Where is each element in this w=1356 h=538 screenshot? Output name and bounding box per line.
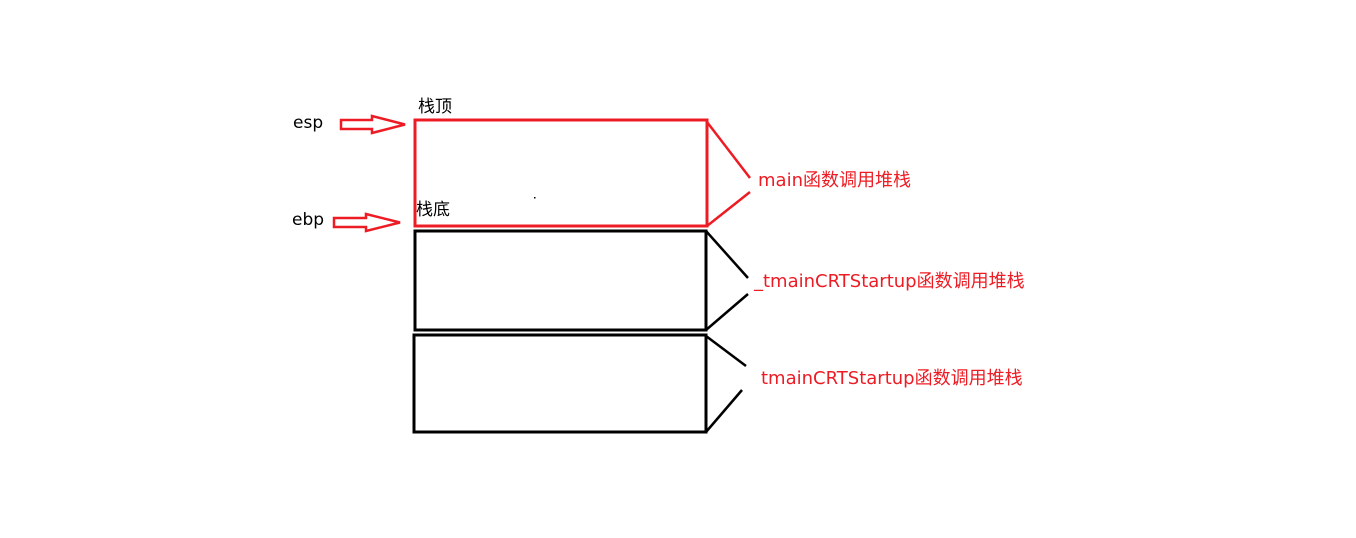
ebp-arrow-icon: [332, 212, 401, 233]
tmaincrtstartup-stack-frame-1: [413, 229, 708, 332]
tmaincrtstartup-frame-label-1: _tmainCRTStartup函数调用堆栈: [754, 271, 1025, 292]
stack-bottom-label: 栈底: [416, 200, 450, 220]
stack-top-label: 栈顶: [418, 97, 452, 117]
ebp-label: ebp: [292, 210, 325, 230]
tmaincrtstartup-frame-label-2: tmainCRTStartup函数调用堆栈: [761, 368, 1023, 389]
dot: [534, 197, 536, 199]
esp-arrow-icon: [339, 114, 406, 135]
esp-label: esp: [293, 113, 324, 133]
frame2-bracket: [705, 335, 747, 433]
main-frame-label: main函数调用堆栈: [758, 170, 911, 191]
main-bracket: [706, 121, 751, 227]
main-stack-frame: [413, 118, 709, 228]
frame1-bracket: [705, 230, 749, 331]
tmaincrtstartup-stack-frame-2: [412, 333, 708, 434]
